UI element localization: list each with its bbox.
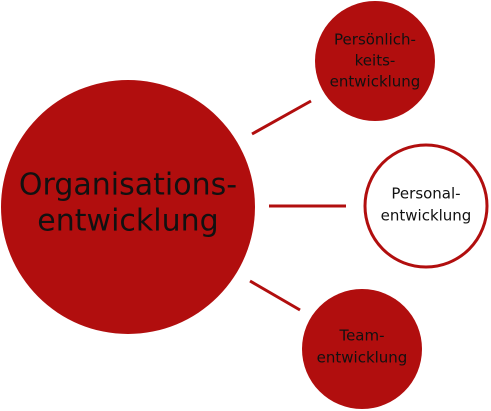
personal-label-line-2: entwicklung	[381, 207, 472, 225]
connector-team	[249, 279, 301, 312]
persoenlichkeit-label-line-1: Persönlich-	[334, 31, 416, 49]
node-organisationsentwicklung: Organisations- entwicklung	[1, 80, 255, 334]
center-circle	[1, 80, 255, 334]
persoenlichkeit-label-line-2: keits-	[355, 52, 396, 70]
center-label-line-2: entwicklung	[37, 204, 218, 239]
node-teamentwicklung: Team- entwicklung	[302, 289, 422, 409]
team-label-line-1: Team-	[338, 327, 384, 345]
persoenlichkeit-label-line-3: entwicklung	[330, 73, 421, 91]
team-label-line-2: entwicklung	[317, 349, 408, 367]
connector-persoenlichkeit	[251, 99, 312, 136]
personal-circle	[363, 143, 489, 269]
node-persoenlichkeitsentwicklung: Persönlich- keits- entwicklung	[315, 1, 435, 121]
persoenlichkeit-circle	[315, 1, 435, 121]
center-label-line-1: Organisations-	[19, 168, 237, 203]
personal-label-line-1: Personal-	[391, 185, 460, 203]
node-personalentwicklung: Personal- entwicklung	[363, 143, 489, 269]
team-circle	[302, 289, 422, 409]
